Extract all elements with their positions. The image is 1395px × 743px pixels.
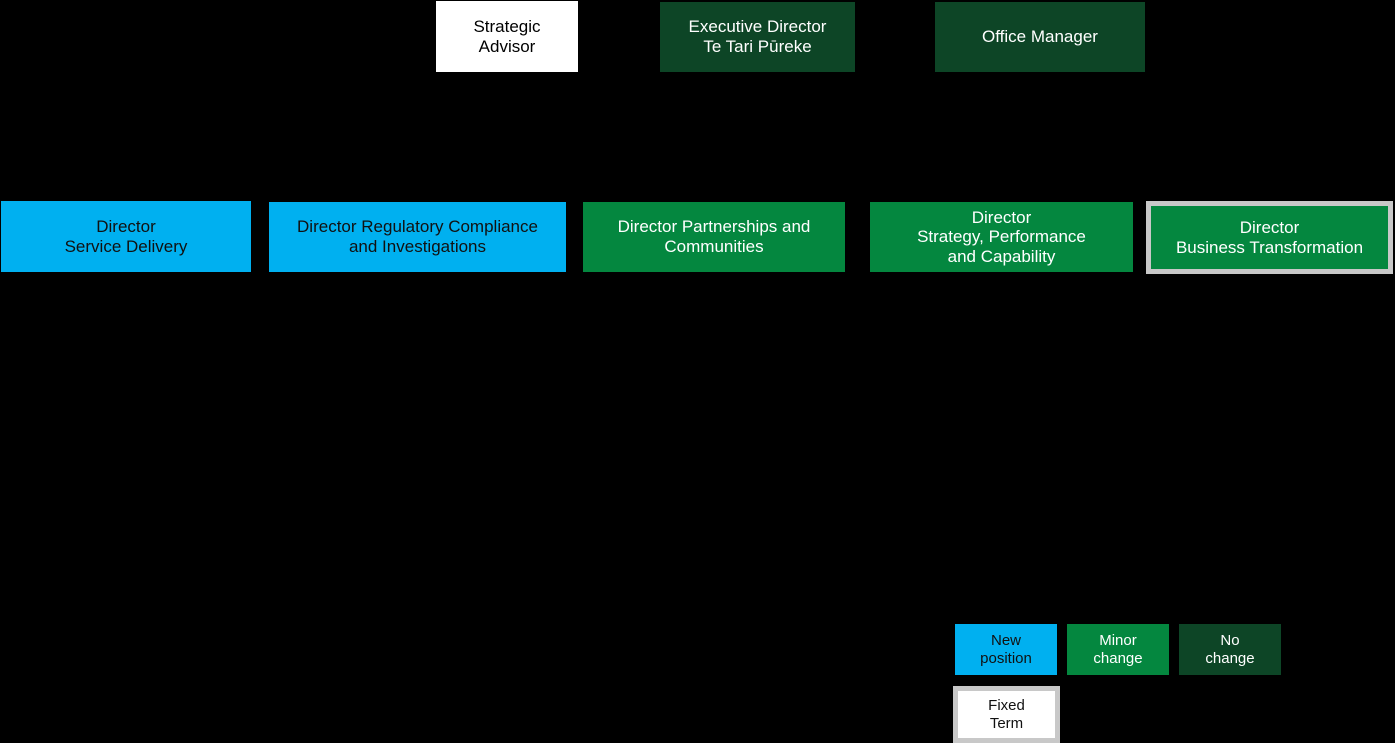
legend-new-position: New position xyxy=(955,624,1057,675)
director-regulatory-compliance-line1: Director Regulatory Compliance xyxy=(297,217,538,237)
director-regulatory-compliance-box: Director Regulatory Compliance and Inves… xyxy=(269,202,566,272)
director-strategy-line2: Strategy, Performance xyxy=(917,227,1086,247)
executive-director-line2: Te Tari Pūreke xyxy=(703,37,812,56)
executive-director-box: Executive Director Te Tari Pūreke xyxy=(660,2,855,72)
office-manager-line1: Office Manager xyxy=(982,27,1098,47)
director-regulatory-compliance-line2: and Investigations xyxy=(348,237,487,256)
director-partnerships-box: Director Partnerships and Communities xyxy=(583,202,845,272)
legend-none-line1: No xyxy=(1220,631,1240,649)
director-business-transformation-line2: Business Transformation xyxy=(1175,237,1364,257)
director-business-transformation-box: Director Business Transformation xyxy=(1146,201,1393,274)
legend-minor-line1: Minor xyxy=(1099,631,1137,649)
legend-fixed-term: Fixed Term xyxy=(953,686,1060,743)
director-strategy-line3: and Capability xyxy=(947,246,1056,266)
director-partnerships-line1: Director Partnerships and xyxy=(617,217,811,237)
director-service-delivery-box: Director Service Delivery xyxy=(1,201,251,272)
director-strategy-line1: Director xyxy=(971,207,1032,227)
director-business-transformation-line1: Director xyxy=(1239,217,1300,237)
director-service-delivery-line1: Director xyxy=(96,216,156,236)
legend-minor-line2: change xyxy=(1093,649,1143,667)
legend-new-line1: New xyxy=(990,631,1021,649)
director-partnerships-line2: Communities xyxy=(664,237,764,256)
office-manager-box: Office Manager xyxy=(935,2,1145,72)
connector-line xyxy=(1269,197,1270,202)
director-service-delivery-line2: Service Delivery xyxy=(64,236,188,256)
legend-minor-change: Minor change xyxy=(1067,624,1169,675)
strategic-advisor-box: Strategic Advisor xyxy=(436,1,578,72)
strategic-advisor-line1: Strategic xyxy=(473,16,541,36)
legend-new-line2: position xyxy=(980,649,1032,667)
legend-no-change: No change xyxy=(1179,624,1281,675)
director-strategy-box: Director Strategy, Performance and Capab… xyxy=(870,202,1133,272)
legend-fixed-line1: Fixed xyxy=(988,696,1025,714)
legend-none-line2: change xyxy=(1205,649,1255,667)
legend-fixed-line2: Term xyxy=(989,714,1024,732)
strategic-advisor-line2: Advisor xyxy=(478,36,536,56)
executive-director-line1: Executive Director xyxy=(688,17,827,37)
